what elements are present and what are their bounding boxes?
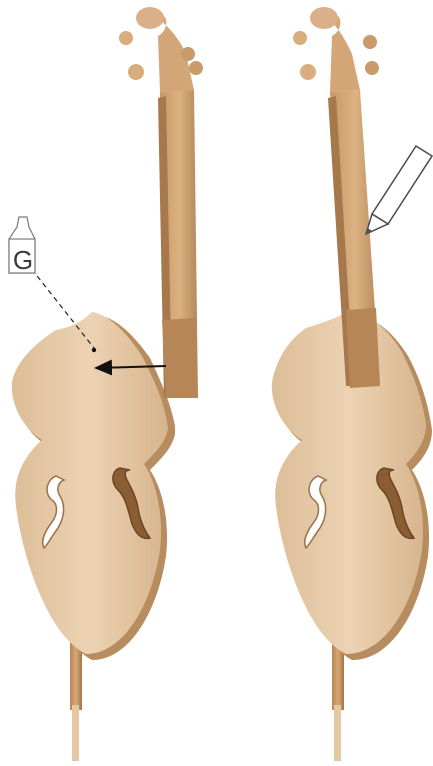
tuning-peg-right-4 — [365, 61, 379, 75]
tuning-peg-left-2 — [128, 64, 144, 80]
pencil-icon — [366, 146, 432, 234]
tuning-peg-left-4 — [189, 61, 203, 75]
violin-body-left — [12, 312, 168, 654]
glue-tag: G — [5, 215, 41, 275]
tuning-peg-right-2 — [300, 64, 316, 80]
step-left-before-assembly — [12, 7, 203, 761]
step-right-after-assembly — [272, 7, 432, 761]
glue-tag-letter: G — [5, 245, 41, 275]
tuning-peg-right-1 — [293, 31, 307, 45]
tuning-peg-right-3 — [363, 35, 377, 49]
tuning-peg-left-1 — [119, 31, 133, 45]
tuning-peg-left-3 — [181, 47, 195, 61]
end-pin-right — [332, 640, 344, 761]
end-pin-left — [70, 640, 82, 761]
